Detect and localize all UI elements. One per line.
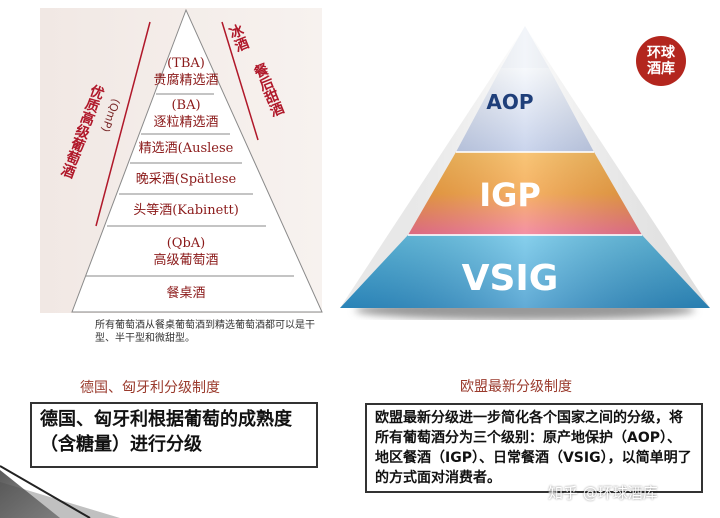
dessert-bracket [221, 21, 259, 141]
eu-caption: 欧盟最新分级制度 [460, 379, 572, 395]
eu-level-aop: AOP [486, 90, 534, 114]
level-qba-name: 高级葡萄酒 [153, 253, 219, 268]
eu-level-igp: IGP [479, 176, 541, 214]
corner-decoration [0, 470, 60, 518]
eu-pyramid-graphic [340, 26, 710, 320]
pyramid-outline [71, 8, 323, 313]
level-tba-code: (TBA) [167, 56, 205, 71]
germany-description-box: 德国、匈牙利根据葡萄的成熟度（含糖量）进行分级 [30, 402, 318, 468]
level-ba-name: 逐粒精选酒 [153, 115, 219, 130]
pyramid-note: 所有葡萄酒从餐桌葡萄酒到精选葡萄酒都可以是干型、半干型和微甜型。 [95, 320, 315, 344]
germany-caption: 德国、匈牙利分级制度 [80, 380, 220, 396]
brand-logo: 环球 酒库 [636, 36, 686, 86]
level-qba-code: (QbA) [166, 236, 206, 251]
watermark: 知乎 @环球酒库 [548, 484, 658, 502]
level-auslese: 精选酒(Auslese [138, 141, 234, 156]
level-tba-name: 贵腐精选酒 [153, 73, 219, 88]
level-ba-code: (BA) [171, 98, 201, 113]
logo-line-1: 环球 [647, 45, 675, 61]
level-kabinett: 头等酒(Kabinett) [133, 203, 239, 218]
logo-line-2: 酒库 [647, 61, 675, 77]
level-table-wine: 餐桌酒 [166, 286, 206, 301]
level-spatlese: 晚采酒(Spätlese [135, 172, 237, 187]
pyramid-dividers [86, 93, 294, 277]
eu-level-vsig: VSIG [461, 258, 559, 299]
eu-description-box: 欧盟最新分级进一步简化各个国家之间的分级，将所有葡萄酒分为三个级别：原产地保护（… [365, 403, 703, 493]
qmp-bracket [95, 21, 151, 227]
